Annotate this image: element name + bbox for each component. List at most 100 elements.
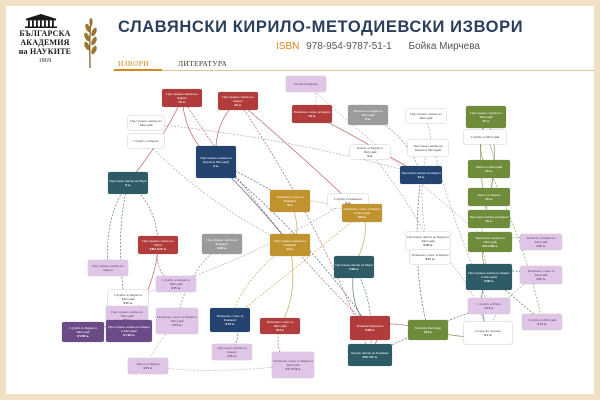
source-node-title: Проложно житие на Наум <box>109 178 147 183</box>
source-node-century: XIII в. <box>365 328 375 332</box>
isbn-number: 978-954-9787-51-1 <box>306 41 392 52</box>
source-node-century: XIV в. <box>536 244 546 249</box>
source-node[interactable]: Проложно житие на Кирил и Методий <box>408 140 448 156</box>
source-node-century: X в. <box>365 117 371 122</box>
source-node-century: XIV в. <box>143 366 153 370</box>
academy-building-icon <box>25 14 57 28</box>
source-node-century: XII в. <box>357 215 367 220</box>
connection-arrow <box>305 83 491 243</box>
source-node-title: Похвално слово за Климент <box>276 194 304 203</box>
source-node-title: Солунска легенда <box>475 328 501 333</box>
source-node-title: Проложно житие на Методий <box>475 235 505 244</box>
source-node-century: XVIII в. <box>76 334 90 339</box>
connection-arrow <box>369 151 429 242</box>
source-node-title: Похвално слово за Методий <box>266 319 294 328</box>
source-node-century: IX в. <box>234 103 242 108</box>
connection-arrow <box>145 122 422 176</box>
source-node-title: Служба за Кирил <box>133 138 159 143</box>
logo-year: 1869 <box>38 58 52 64</box>
source-node-title: Похвала на Кирил и Методий <box>353 108 383 117</box>
nav-divider <box>114 70 594 71</box>
source-node-title: Похвално слово за Кирил и Методий <box>157 314 197 323</box>
tab-literatura[interactable]: ЛИТЕРАТУРА <box>178 59 228 68</box>
active-tab-indicator <box>114 69 162 71</box>
book-info: ISBN 978-954-9787-51-1 Бойка Мирчева <box>276 41 480 52</box>
source-node-title: Похвала Методию <box>414 325 442 330</box>
source-node-title: Проложно житие на Кирил и Методий <box>407 234 449 243</box>
source-node-century: XIV в. <box>227 354 237 359</box>
source-node-title: Пространно житие на Кирил и Методий <box>108 324 150 333</box>
source-node-title: Похвално слово за Кирил и Методий <box>343 206 381 215</box>
source-node-century: XVI в. <box>484 306 494 310</box>
source-node-century: IX в. <box>482 119 490 124</box>
source-node[interactable]: Пространно житие на Методий <box>128 116 164 130</box>
source-node[interactable]: Пространно житие на Методий <box>406 109 446 123</box>
source-node[interactable]: Служба за Методий <box>464 130 506 144</box>
connection-arrow <box>127 200 349 300</box>
source-node-title: Пространно житие на Кирил и Методий <box>200 155 232 164</box>
source-node-century: XV-XVI в. <box>285 367 301 372</box>
source-node-title: Пространно житие на Методий <box>470 110 502 119</box>
source-node-title: Служба за Кирил и Методий <box>69 325 97 334</box>
tab-izvori[interactable]: ИЗВОРИ <box>118 59 149 68</box>
source-node-century: XVIII в. <box>122 333 136 338</box>
source-node-century: X в. <box>367 154 373 159</box>
source-node[interactable]: Служба за Кирил <box>128 134 164 148</box>
academy-logo[interactable]: БЪЛГАРСКА АКАДЕМИЯ на НАУКИТЕ 1869 <box>10 14 102 72</box>
source-node-century: XIII-XIV в. <box>149 247 167 252</box>
logo-line-3: на НАУКИТЕ <box>18 47 72 56</box>
source-node-century: XVI в. <box>172 323 182 328</box>
page-frame: БЪЛГАРСКА АКАДЕМИЯ на НАУКИТЕ 1869 СЛАВЯ… <box>6 6 594 394</box>
source-node-title: Проложно житие на Наум <box>335 262 373 267</box>
source-node-century: X в. <box>125 183 131 187</box>
source-node[interactable]: Пространно житие на Кирил <box>88 260 128 276</box>
source-node-title: Проложно житие на Кирил и Методий <box>413 143 443 152</box>
source-node-century: X в. <box>287 203 293 208</box>
source-node-century: XV в. <box>483 333 493 337</box>
source-node-century: XIII в. <box>349 267 359 271</box>
source-node[interactable]: Похвала Кирилу <box>286 76 326 92</box>
logo-line-2: АКАДЕМИЯ <box>20 38 70 47</box>
